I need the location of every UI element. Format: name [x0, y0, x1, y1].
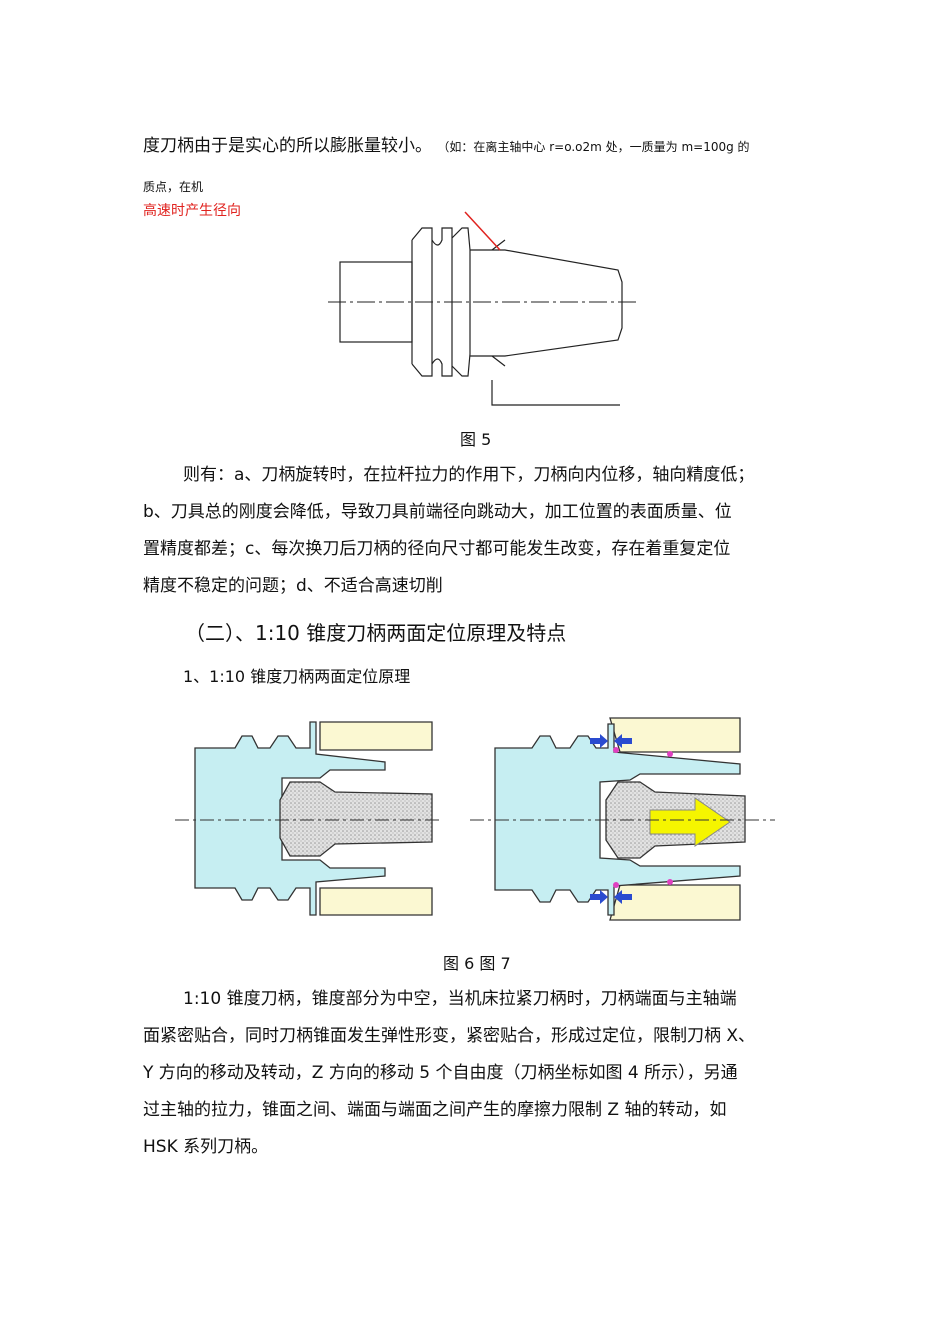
pull-stud-6 [279, 781, 433, 857]
spindle-bottom [319, 887, 433, 916]
spindle-bottom-7 [609, 884, 741, 921]
taper-body [470, 249, 623, 357]
intro-line-2: 质点，在机 [143, 180, 204, 194]
spindle-outline [491, 380, 620, 406]
figure-5-drawing [328, 211, 640, 406]
blue-arrow-right-icon [590, 890, 608, 904]
flange-right [451, 227, 471, 377]
figure-5-caption: 图 5 [460, 430, 492, 449]
blue-arrow-left-icon [614, 734, 632, 748]
intro-line-1: 度刀柄由于是实心的所以膨胀量较小。 （如：在离主轴中心 r=o.o2m 处，一质… [143, 128, 750, 166]
figure-6-7-caption: 图 6 图 7 [443, 954, 511, 973]
toolholder-body-6 [194, 721, 386, 916]
figure-6 [194, 721, 433, 916]
figure-6-7-drawing [175, 717, 775, 921]
section-heading: （二）、1:10 锥度刀柄两面定位原理及特点 [185, 621, 567, 645]
blue-arrow-left-icon [614, 890, 632, 904]
taper-shoulder [491, 239, 506, 367]
paragraph1-line-1: 则有：a、刀柄旋转时，在拉杆拉力的作用下，刀柄向内位移，轴向精度低； [183, 465, 755, 485]
red-indicator-line [464, 211, 501, 251]
paragraph2-line-2: 面紧密贴合，同时刀柄锥面发生弹性形变，紧密贴合，形成过定位，限制刀柄 X、 [143, 1026, 756, 1046]
paragraph2-line-3: Y 方向的移动及转动，Z 方向的移动 5 个自由度（刀柄坐标如图 4 所示），另… [143, 1063, 738, 1083]
paragraph2-line-1: 1:10 锥度刀柄，锥度部分为中空，当机床拉紧刀柄时，刀柄端面与主轴端 [183, 989, 737, 1009]
contact-point [667, 751, 673, 757]
contact-point [613, 747, 619, 753]
contact-point [667, 879, 673, 885]
paragraph1-line-2: b、刀具总的刚度会降低，导致刀具前端径向跳动大，加工位置的表面质量、位 [143, 502, 732, 522]
contact-point [613, 882, 619, 888]
blue-arrow-group [590, 734, 632, 904]
red-annotation: 高速时产生径向 [143, 203, 241, 219]
spindle-top-7 [609, 717, 741, 753]
toolholder-body-7 [494, 723, 741, 916]
blue-arrow-right-icon [590, 734, 608, 748]
contact-points [613, 747, 673, 888]
paragraph1-line-4: 精度不稳定的问题；d、不适合高速切削 [143, 576, 443, 596]
paragraph2-line-5: HSK 系列刀柄。 [143, 1137, 269, 1157]
spindle-top [319, 721, 433, 751]
subsection-heading: 1、1:10 锥度刀柄两面定位原理 [183, 667, 411, 686]
intro-note-text: （如：在离主轴中心 r=o.o2m 处，一质量为 m=100g 的 [437, 140, 750, 154]
paragraph2-line-4: 过主轴的拉力，锥面之间、端面与端面之间产生的摩擦力限制 Z 轴的转动，如 [143, 1100, 727, 1120]
yellow-arrow-icon [649, 797, 731, 847]
paragraph1-line-3: 置精度都差；c、每次换刀后刀柄的径向尺寸都可能发生改变，存在着重复定位 [143, 539, 731, 559]
intro-main-text: 度刀柄由于是实心的所以膨胀量较小。 [143, 136, 432, 156]
